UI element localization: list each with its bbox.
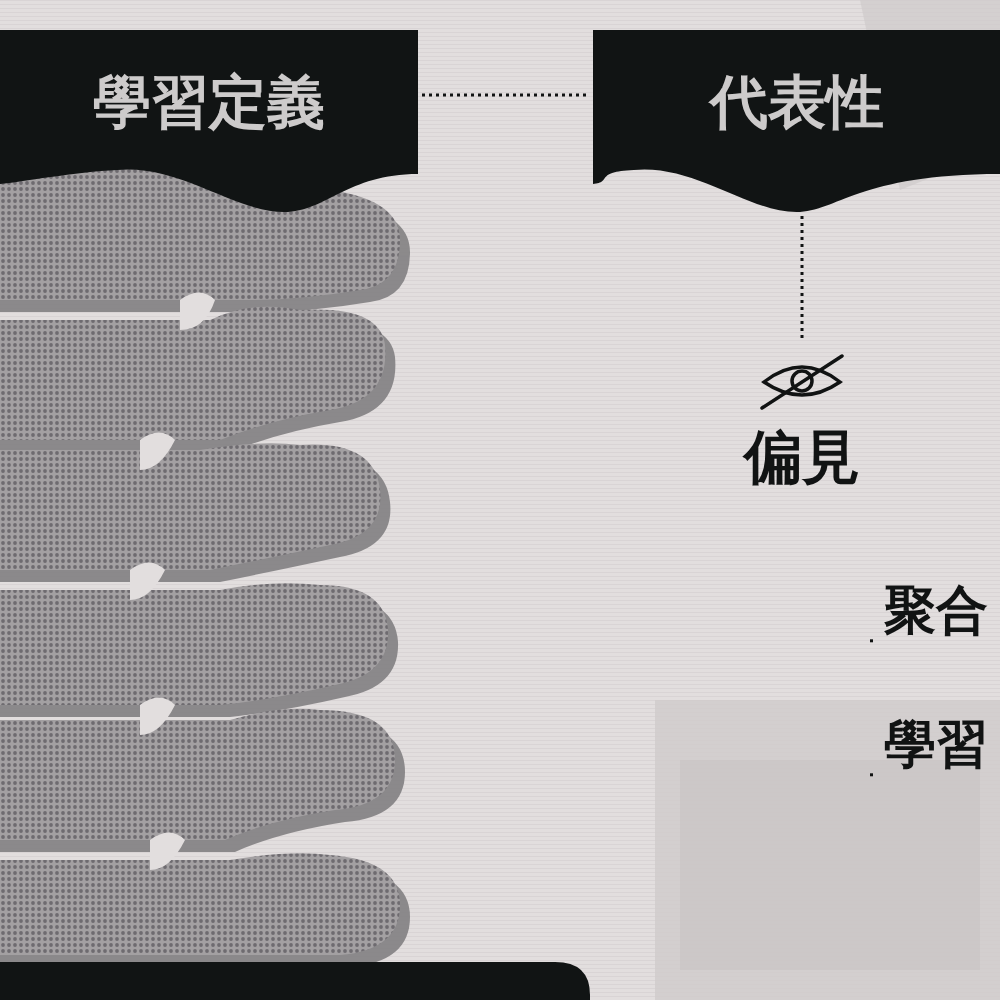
dotted-connector xyxy=(870,773,874,776)
eye-slash-icon xyxy=(762,356,842,408)
faded-panel xyxy=(655,700,1000,1000)
banner-box: 代表性 xyxy=(593,30,1000,212)
dotted-connector xyxy=(801,216,804,341)
banner-box: 學習定義 xyxy=(0,30,418,212)
branch-node: 聚合 xyxy=(878,576,994,646)
spine-illustration xyxy=(0,160,410,967)
node-text: 聚合 xyxy=(884,580,988,642)
dotted-connector xyxy=(422,94,589,97)
node-text: 偏見 xyxy=(744,423,860,493)
banner-fill xyxy=(593,30,1000,212)
banner-fill xyxy=(0,30,418,212)
node-text: 學習定義 xyxy=(93,68,325,138)
partial-bar xyxy=(0,962,590,1000)
dotted-connector xyxy=(870,639,874,642)
branch-node: 學習 xyxy=(878,710,994,780)
concept-node: 偏見 xyxy=(738,345,866,497)
node-text: 代表性 xyxy=(710,68,884,138)
faded-panel xyxy=(680,760,980,970)
node-text: 學習 xyxy=(884,714,988,776)
